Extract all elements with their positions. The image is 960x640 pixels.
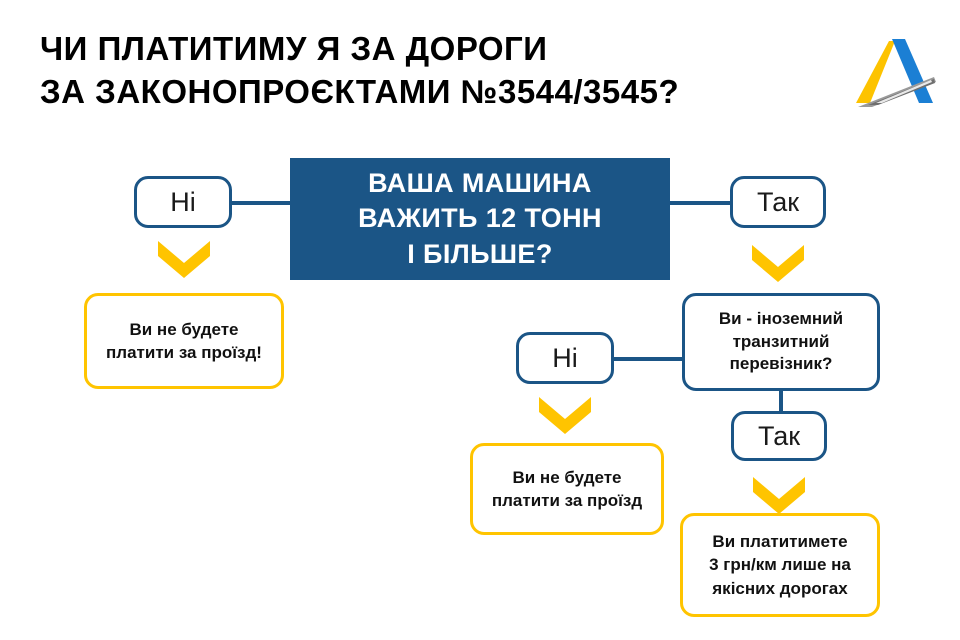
node-root-question: ВАША МАШИНА ВАЖИТЬ 12 ТОНН І БІЛЬШЕ? [290, 158, 670, 280]
node-question-level2: Ви - іноземний транзитний перевізник? [682, 293, 880, 391]
node-answer-yes-level2[interactable]: Так [731, 411, 827, 461]
node-result-no-level2: Ви не будете платити за проїзд [470, 443, 664, 535]
arrow-down-yes2-icon [753, 477, 805, 514]
connector-q2-to-no2 [614, 357, 682, 361]
connector-root-to-yes1 [668, 201, 730, 205]
node-answer-yes-level1[interactable]: Так [730, 176, 826, 228]
node-answer-no-level2[interactable]: Ні [516, 332, 614, 384]
page-title: ЧИ ПЛАТИТИМУ Я ЗА ДОРОГИ ЗА ЗАКОНОПРОЄКТ… [40, 30, 680, 110]
arrow-down-no1-icon [158, 241, 210, 278]
connector-q2-to-yes2 [779, 389, 783, 413]
connector-root-to-no1 [232, 201, 292, 205]
node-result-no-level1: Ви не будете платити за проїзд! [84, 293, 284, 389]
ukravtodor-logo-icon [848, 33, 938, 113]
arrow-down-yes1-icon [752, 245, 804, 282]
node-answer-no-level1[interactable]: Ні [134, 176, 232, 228]
arrow-down-no2-icon [539, 397, 591, 434]
node-result-yes-level2: Ви платитимете 3 грн/км лише на якісних … [680, 513, 880, 617]
